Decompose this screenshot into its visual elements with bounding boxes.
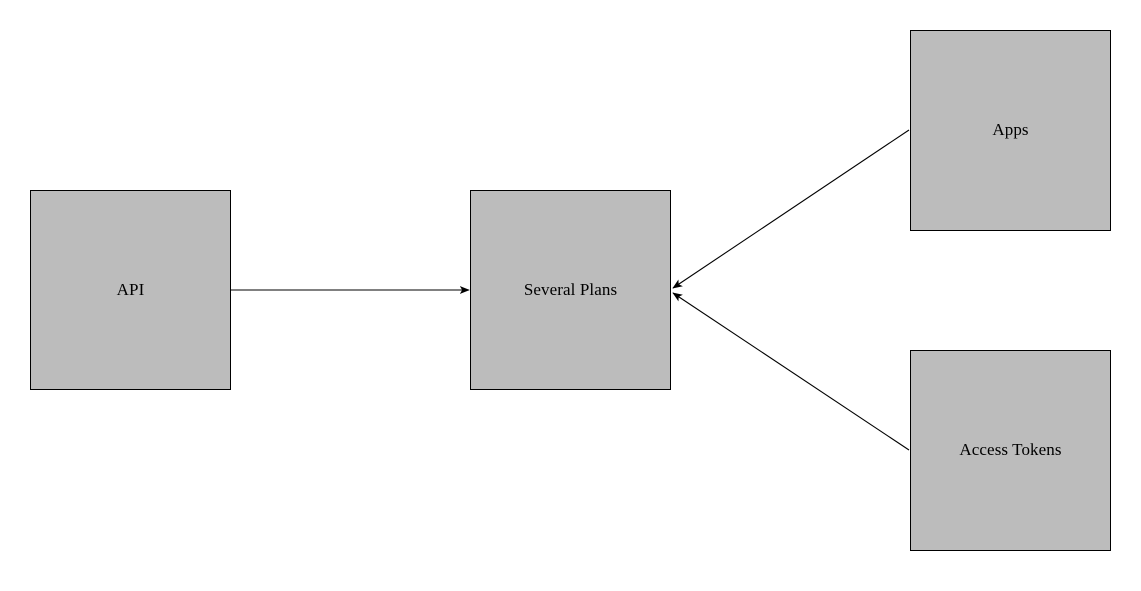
node-apps[interactable]: Apps: [910, 30, 1111, 231]
node-several-plans[interactable]: Several Plans: [470, 190, 671, 390]
node-access-tokens[interactable]: Access Tokens: [910, 350, 1111, 551]
edge-access-tokens-to-several-plans: [672, 292, 910, 451]
node-apps-label: Apps: [992, 120, 1029, 140]
node-access-tokens-label: Access Tokens: [959, 440, 1062, 460]
node-several-plans-label: Several Plans: [523, 279, 618, 299]
node-api-label: API: [116, 279, 145, 299]
node-api[interactable]: API: [30, 190, 231, 390]
edge-apps-to-several-plans: [672, 129, 910, 289]
